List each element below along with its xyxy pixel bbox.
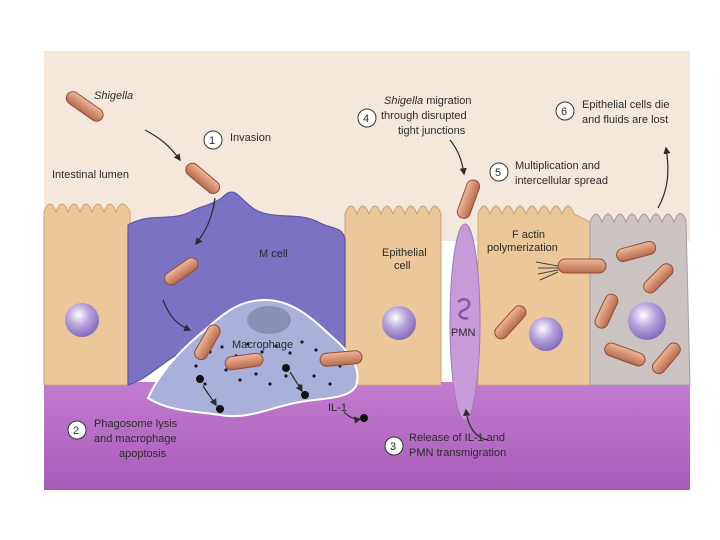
epithelial-cell-label-line2: cell — [394, 260, 411, 272]
step-text: Release of IL-1 and — [409, 432, 505, 444]
arrow-il1-c — [343, 411, 362, 424]
bacterium — [319, 350, 363, 367]
arrow-pmn-up — [463, 408, 489, 441]
step-6: 6 Epithelial cells die and fluids are lo… — [555, 99, 669, 126]
macrophage-nucleus — [247, 306, 291, 334]
arrow-il1-b — [289, 371, 303, 393]
bacterium — [185, 162, 221, 195]
step-number: 5 — [495, 167, 501, 179]
m-cell-label: M cell — [259, 248, 288, 260]
step-text: Phagosome lysis — [94, 418, 178, 430]
bacterium — [616, 240, 657, 262]
bacterium — [557, 258, 607, 274]
bacterium — [164, 257, 199, 286]
f-actin-lines — [535, 261, 559, 281]
step-number: 2 — [73, 425, 79, 437]
shigella-label: Shigella — [94, 90, 133, 102]
step-number: 1 — [209, 135, 215, 147]
step-5: 5 Multiplication and intercellular sprea… — [489, 160, 608, 187]
step-1: 1 Invasion — [203, 130, 271, 150]
arrow-migration — [449, 139, 467, 176]
bacterium — [604, 342, 646, 367]
step-4: 4 Shigella migration through disrupted t… — [357, 95, 471, 137]
step-text-suffix: migration — [423, 95, 471, 107]
step-text: Invasion — [230, 132, 271, 144]
step-3: 3 Release of IL-1 and PMN transmigration — [384, 432, 506, 459]
step-text: and fluids are lost — [582, 114, 668, 126]
bacterium — [65, 91, 104, 122]
step-text: apoptosis — [119, 448, 167, 460]
epithelial-cell-right — [477, 205, 591, 386]
shigella-bacteria — [65, 91, 681, 375]
dying-epithelial-cell — [589, 213, 691, 386]
arrow-fluid-loss — [657, 146, 671, 209]
arrows — [144, 129, 671, 441]
bacterium — [651, 342, 681, 375]
step-text: intercellular spread — [515, 175, 608, 187]
step-text: Shigella migration — [384, 95, 471, 107]
step-2: 2 Phagosome lysis and macrophage apoptos… — [67, 418, 178, 460]
f-actin-label-line1: F actin — [512, 229, 545, 241]
epithelial-cell-label-line1: Epithelial — [382, 247, 427, 259]
bacterium — [494, 305, 527, 340]
pmn-label: PMN — [451, 327, 476, 339]
pmn-cell — [449, 223, 481, 421]
macrophage-label: Macrophage — [232, 339, 293, 351]
bacterium — [643, 263, 674, 294]
step-number: 4 — [363, 113, 369, 125]
step-text: through disrupted — [381, 110, 467, 122]
shigella-italic: Shigella — [384, 95, 423, 107]
bacterium — [456, 179, 481, 219]
step-text: Multiplication and — [515, 160, 600, 172]
nucleus — [628, 302, 666, 340]
bacterium — [224, 352, 264, 371]
arrow-to-macrophage — [162, 299, 192, 332]
f-actin-label-line2: polymerization — [487, 242, 558, 254]
nucleus — [65, 303, 99, 337]
nucleus — [529, 317, 563, 351]
arrow-il1-a — [202, 385, 217, 407]
step-text: PMN transmigration — [409, 447, 506, 459]
step-text: and macrophage — [94, 433, 177, 445]
step-text: Epithelial cells die — [582, 99, 669, 111]
intestinal-lumen-label: Intestinal lumen — [52, 169, 129, 181]
step-number: 3 — [390, 441, 396, 453]
arrow-through-m-cell — [195, 197, 216, 246]
nucleus — [382, 306, 416, 340]
epithelial-cell-center — [344, 205, 442, 386]
bacterium — [594, 293, 619, 329]
arrow-invasion — [144, 129, 181, 162]
epithelial-cell-left — [43, 203, 131, 386]
il1-label: IL-1 — [328, 402, 347, 414]
bacterium — [194, 324, 221, 361]
step-text: tight junctions — [398, 125, 466, 137]
step-number: 6 — [561, 106, 567, 118]
